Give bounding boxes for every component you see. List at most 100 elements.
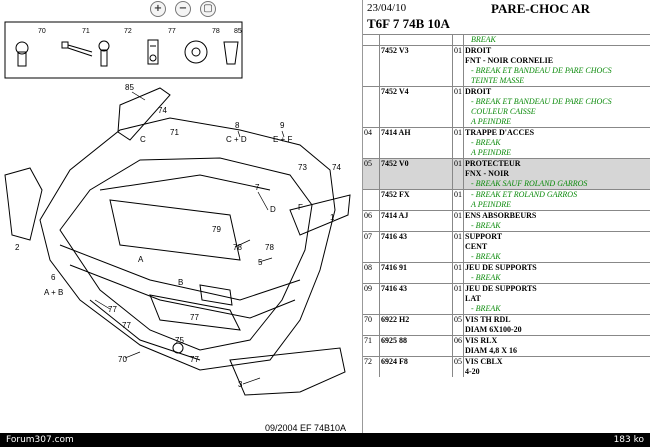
applicability-note: TEINTE MASSE	[471, 76, 525, 85]
hardware-number: 70	[38, 28, 46, 35]
callout: 7	[255, 183, 260, 192]
applicability-note: A PEINDRE	[471, 200, 512, 209]
part-quantity: 01	[452, 127, 464, 159]
bumper-diagram: 70 71 72 77 78 85	[4, 21, 351, 396]
callout: C + D	[226, 135, 247, 144]
callout: C	[140, 135, 146, 144]
description-line: FNX - NOIR	[465, 169, 509, 178]
callout: 85	[125, 83, 134, 92]
applicability-note: COULEUR CAISSE	[471, 107, 536, 116]
description-line: TRAPPE D'ACCES	[465, 128, 535, 137]
part-quantity: 01	[452, 262, 464, 284]
description-line: DIAM 4,8 X 16	[465, 346, 517, 355]
part-quantity: 01	[452, 210, 464, 232]
part-description: ENS ABSORBEURS- BREAK	[463, 210, 650, 232]
applicability-note: A PEINDRE	[471, 148, 512, 157]
applicability-note: - BREAK	[471, 304, 501, 313]
applicability-note: - BREAK SAUF ROLAND GARROS	[471, 179, 588, 188]
diagram-footer: 09/2004 EF 74B10A	[265, 423, 347, 433]
item-number	[363, 34, 380, 46]
callout: B	[178, 278, 183, 287]
leader-lines	[94, 91, 285, 385]
applicability-note: - BREAK	[471, 138, 501, 147]
list-reference: T6F 7 74B 10A	[367, 16, 450, 31]
description-line: 4-20	[465, 367, 480, 376]
part-reference: 6925 88	[379, 335, 453, 357]
part-description: JEU DE SUPPORTS- BREAK	[463, 262, 650, 284]
part-quantity: 01	[452, 45, 464, 87]
table-row[interactable]: BREAK	[363, 34, 650, 46]
part-reference: 6922 H2	[379, 314, 453, 336]
callout: 1	[330, 213, 335, 222]
zoom-out-icon[interactable]: −	[175, 1, 191, 17]
part-quantity: 01	[452, 231, 464, 263]
item-number: 72	[363, 356, 380, 377]
item-number	[363, 45, 380, 87]
description-line: DROIT	[465, 46, 492, 55]
callout: 74	[332, 163, 341, 172]
item-number	[363, 189, 380, 211]
part-quantity: 01	[452, 158, 464, 190]
hardware-legend-box	[4, 21, 243, 79]
part-reference: 7416 43	[379, 231, 453, 263]
callout-labels: 85 74 C 71 8 C + D 9 E + F 7 F D 1 2 79 …	[15, 83, 341, 389]
file-size: 183 ko	[613, 435, 644, 445]
part-quantity: 01	[452, 86, 464, 128]
callout: 79	[212, 225, 221, 234]
item-number: 71	[363, 335, 380, 357]
description-line: LAT	[465, 294, 481, 303]
applicability-note: BREAK	[471, 35, 496, 44]
applicability-note: - BREAK	[471, 273, 501, 282]
list-title: PARE-CHOC AR	[491, 1, 591, 16]
part-quantity: 05	[452, 356, 464, 377]
callout: 77	[122, 321, 131, 330]
applicability-note: - BREAK	[471, 252, 501, 261]
part-quantity: 06	[452, 335, 464, 357]
callout: 9	[280, 121, 285, 130]
callout: 71	[170, 128, 179, 137]
item-number: 09	[363, 283, 380, 315]
part-reference: 7452 V3	[379, 45, 453, 87]
callout: 70	[118, 355, 127, 364]
zoom-window-icon[interactable]: ▢	[200, 1, 216, 17]
applicability-note: - BREAK ET BANDEAU DE PARE CHOCS	[471, 97, 612, 106]
part-reference: 7416 43	[379, 283, 453, 315]
part-description: BREAK	[463, 34, 650, 46]
bumper-drawing	[4, 87, 351, 396]
item-number: 06	[363, 210, 380, 232]
item-number: 07	[363, 231, 380, 263]
callout: A + B	[44, 288, 63, 297]
part-quantity: 01	[452, 189, 464, 211]
part-reference: 6924 F8	[379, 356, 453, 377]
description-line: ENS ABSORBEURS	[465, 211, 537, 220]
applicability-note: - BREAK	[471, 221, 501, 230]
part-quantity	[452, 34, 464, 46]
item-number: 05	[363, 158, 380, 190]
part-quantity: 01	[452, 283, 464, 315]
zoom-in-icon[interactable]: +	[150, 1, 166, 17]
fastener-icons	[15, 39, 239, 67]
callout: E + F	[273, 135, 292, 144]
callout: 74	[158, 106, 167, 115]
callout: F	[298, 203, 303, 212]
hardware-number: 71	[82, 28, 90, 35]
